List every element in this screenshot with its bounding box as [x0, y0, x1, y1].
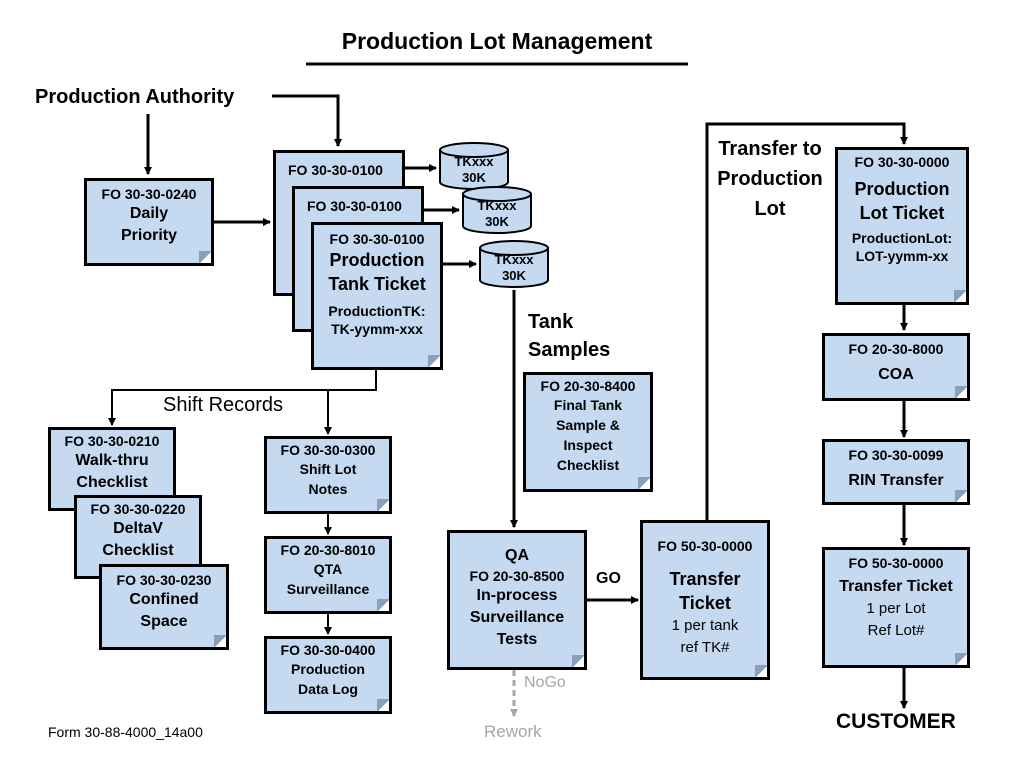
form-code: FO 20-30-8400: [540, 378, 636, 394]
transfer-ticket-lot-form: FO 50-30-0000 Transfer Ticket 1 per Lot …: [822, 547, 970, 668]
form-code: FO 30-30-0300: [280, 442, 376, 458]
form-title-line: Tests: [496, 631, 538, 648]
form-detail-line: ProductionLot:: [851, 230, 953, 246]
form-title-line: QA: [505, 547, 529, 564]
form-code: FO 30-30-0100: [329, 231, 425, 247]
form-detail-line: ref TK#: [680, 639, 730, 656]
transfer-to-lot-label: Transfer to Production Lot: [710, 134, 830, 224]
form-title-line: Checklist: [76, 474, 148, 491]
qta-surveillance-form: FO 20-30-8010 QTA Surveillance: [264, 536, 392, 614]
form-title-line: Daily: [129, 205, 169, 222]
coa-form: FO 20-30-8000 COA: [822, 333, 970, 401]
tank-label: TKxxx: [454, 154, 494, 169]
form-title-line: Transfer Ticket: [839, 578, 953, 595]
form-title-line: Sample &: [556, 417, 620, 433]
page-title: Production Lot Management: [341, 28, 653, 54]
tank-2: TKxxx 30K: [461, 186, 533, 234]
form-title-line: Inspect: [563, 437, 613, 453]
cylinder-icon: [479, 240, 549, 288]
transfer-to-lot-line: Lot: [754, 198, 786, 220]
form-title-line: Lot Ticket: [859, 203, 945, 223]
form-code: FO 30-30-0100: [288, 162, 383, 178]
shift-lot-notes-form: FO 30-30-0300 Shift Lot Notes: [264, 436, 392, 514]
form-code: FO 20-30-8500: [469, 568, 565, 584]
nogo-label: NoGo: [524, 674, 566, 691]
production-lot-ticket-form: FO 30-30-0000 Production Lot Ticket Prod…: [835, 147, 969, 305]
cylinder-icon: [439, 142, 509, 190]
rework-label: Rework: [484, 722, 542, 741]
form-title-line: DeltaV: [113, 520, 163, 537]
production-authority-label: Production Authority: [35, 86, 235, 108]
form-title-line: Ticket: [679, 593, 731, 613]
form-detail-line: LOT-yymm-xx: [855, 248, 949, 264]
form-title-line: Production: [854, 179, 950, 199]
tank-samples-label: Tank Samples: [528, 308, 610, 364]
form-title-line: RIN Transfer: [848, 472, 944, 489]
form-title-line: Surveillance: [286, 581, 370, 597]
customer-label: CUSTOMER: [836, 710, 956, 733]
form-code: FO 30-30-0230: [116, 572, 212, 588]
form-title-line: Walk-thru: [75, 452, 149, 469]
form-title-line: Transfer: [669, 569, 741, 589]
form-title-line: Tank Ticket: [328, 274, 426, 294]
form-title-line: In-process: [476, 587, 558, 604]
production-tank-ticket-form: FO 30-30-0100 Production Tank Ticket Pro…: [311, 222, 443, 370]
form-detail-line: Ref Lot#: [867, 622, 925, 639]
form-title-line: Shift Lot: [299, 461, 357, 477]
production-data-log-form: FO 30-30-0400 Production Data Log: [264, 636, 392, 714]
form-detail-line: ProductionTK:: [328, 303, 426, 319]
tank-label: TKxxx: [494, 252, 534, 267]
form-title-line: COA: [878, 366, 914, 383]
form-detail-line: TK-yymm-xxx: [331, 321, 423, 337]
tank-capacity: 30K: [502, 268, 526, 283]
form-code: FO 20-30-8000: [848, 341, 944, 357]
tank-label: TKxxx: [477, 198, 517, 213]
form-code: FO 30-30-0100: [307, 198, 402, 214]
cylinder-icon: [462, 186, 532, 234]
tank-capacity: 30K: [462, 170, 486, 185]
final-tank-checklist-form: FO 20-30-8400 Final Tank Sample & Inspec…: [523, 372, 653, 492]
rin-transfer-form: FO 30-30-0099 RIN Transfer: [822, 439, 970, 505]
tank-samples-line: Tank: [528, 311, 574, 333]
form-title-line: Notes: [308, 481, 348, 497]
form-code: FO 20-30-8010: [280, 542, 376, 558]
transfer-ticket-tank-form: FO 50-30-0000 Transfer Ticket 1 per tank…: [640, 520, 770, 680]
form-detail-line: 1 per Lot: [866, 600, 926, 617]
confined-space-form: FO 30-30-0230 Confined Space: [99, 564, 229, 650]
form-code: FO 30-30-0240: [101, 186, 197, 202]
transfer-to-lot-line: Transfer to: [718, 138, 822, 160]
form-code: FO 50-30-0000: [848, 555, 944, 571]
form-id-footer: Form 30-88-4000_14a00: [48, 724, 203, 740]
tank-1: TKxxx 30K: [438, 142, 510, 190]
form-title-line: Production: [329, 250, 425, 270]
form-title-line: Space: [140, 613, 188, 630]
form-title-line: Checklist: [102, 542, 174, 559]
form-code: FO 30-30-0000: [854, 154, 950, 170]
go-label: GO: [596, 570, 621, 587]
form-title-line: Data Log: [298, 681, 358, 697]
form-title-line: Checklist: [556, 457, 620, 473]
tank-3: TKxxx 30K: [478, 240, 550, 288]
transfer-to-lot-line: Production: [717, 168, 823, 190]
tank-samples-line: Samples: [528, 339, 611, 361]
tank-capacity: 30K: [485, 214, 509, 229]
form-code: FO 30-30-0210: [64, 433, 160, 449]
form-title-line: Production: [291, 661, 365, 677]
form-detail-line: 1 per tank: [671, 617, 739, 634]
form-code: FO 30-30-0400: [280, 642, 376, 658]
form-code: FO 30-30-0099: [848, 447, 944, 463]
form-title-line: Confined: [129, 591, 199, 608]
form-title-line: Final Tank: [553, 397, 623, 413]
form-title-line: Priority: [120, 227, 177, 244]
daily-priority-form: FO 30-30-0240 Daily Priority: [84, 178, 214, 266]
qa-tests-form: QA FO 20-30-8500 In-process Surveillance…: [447, 530, 587, 670]
form-title-line: QTA: [313, 561, 343, 577]
form-code: FO 30-30-0220: [90, 501, 186, 517]
shift-records-label: Shift Records: [163, 394, 284, 416]
form-code: FO 50-30-0000: [657, 538, 753, 554]
form-title-line: Surveillance: [469, 609, 565, 626]
